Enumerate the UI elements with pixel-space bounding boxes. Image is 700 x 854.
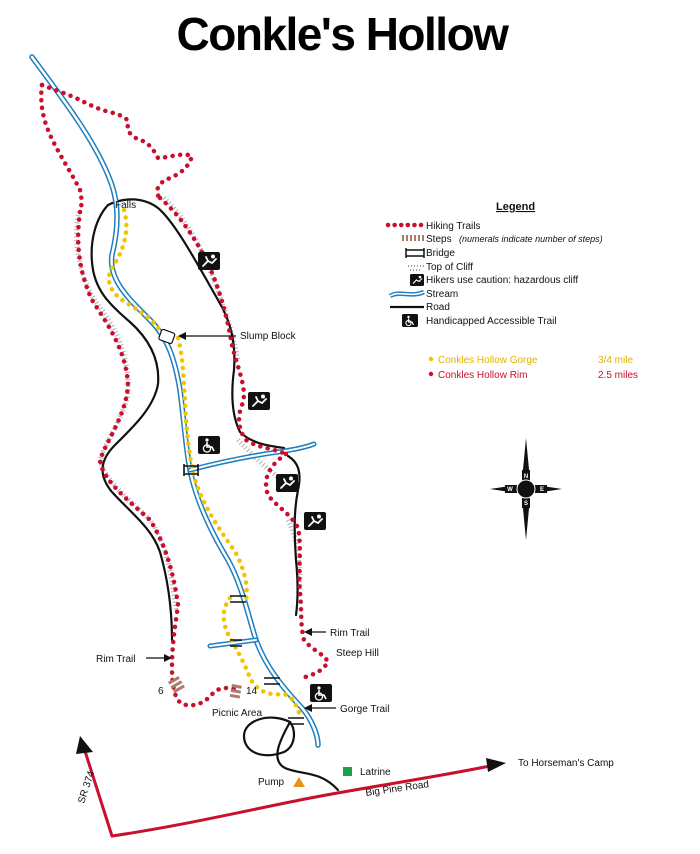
hazard-cliff-icon [276, 474, 298, 492]
rim-trail-name: Conkles Hollow Rim [438, 370, 527, 381]
cliff-top-stipple [74, 196, 303, 611]
hazard-icons [198, 252, 326, 530]
parking-loop [242, 716, 296, 757]
legend: Legend Hiking Trails Steps (numerals ind… [385, 201, 638, 381]
steps-right-icon [229, 684, 242, 699]
rim-trail-north-loop [39, 82, 195, 201]
bridge-icon [230, 639, 242, 647]
bridge-icon [230, 595, 246, 603]
bridge-symbol [405, 248, 425, 258]
rim-trail-west-top [39, 82, 84, 215]
stream [29, 54, 321, 748]
rim-trail-length: 2.5 miles [598, 370, 638, 381]
pump-label: Pump [258, 777, 285, 788]
legend-item-hazard: Hikers use caution: hazardous cliff [410, 274, 578, 286]
state-roads [82, 746, 492, 838]
hazard-symbol [410, 274, 424, 286]
compass-n: N [524, 474, 528, 480]
bridge-icon [288, 717, 304, 725]
legend-label: Top of Cliff [426, 262, 473, 273]
rim-trail-label-right: Rim Trail [330, 628, 369, 639]
accessible-icons [198, 436, 332, 702]
bridge-icon [264, 677, 280, 685]
hazard-cliff-icon [304, 512, 326, 530]
legend-item-steps: Steps (numerals indicate number of steps… [402, 229, 603, 246]
legend-label: Stream [426, 289, 458, 300]
rim-road-east [286, 454, 301, 617]
compass-s: S [524, 501, 528, 507]
rim-trail-label-left: Rim Trail [96, 654, 135, 665]
picnic-area-label: Picnic Area [212, 708, 262, 719]
east-arrowhead [486, 758, 506, 772]
legend-label: Handicapped Accessible Trail [426, 316, 557, 327]
cliff-top-symbol [408, 265, 424, 271]
steps-symbol [402, 235, 424, 241]
latrine-icon [343, 767, 352, 776]
steps-count-right: 14 [246, 686, 258, 697]
legend-item-bridge: Bridge [405, 248, 455, 259]
steep-hill-label: Steep Hill [336, 648, 379, 659]
legend-item-cliff-top: Top of Cliff [408, 262, 473, 273]
legend-label: Bridge [426, 248, 455, 259]
roads [90, 198, 340, 792]
slump-block-label: Slump Block [240, 331, 297, 342]
gorge-trail-name: Conkles Hollow Gorge [438, 355, 538, 366]
rim-road-west [90, 203, 174, 642]
gorge-trail-length: 3/4 mile [598, 355, 633, 366]
bridges [183, 464, 304, 725]
pump-icon [293, 777, 305, 787]
wheelchair-icon [310, 684, 332, 702]
horseman-camp-label: To Horseman's Camp [518, 758, 614, 769]
steps [168, 676, 242, 699]
compass-rose: N S W E [490, 438, 562, 540]
legend-heading: Legend [496, 201, 535, 213]
steps-count-left: 6 [158, 686, 164, 697]
legend-label: Road [426, 302, 450, 313]
north-arrowhead [76, 736, 93, 754]
map-title: Conkle's Hollow [177, 8, 510, 60]
gorge-trail [106, 207, 303, 719]
legend-label: Hiking Trails [426, 221, 480, 232]
bridge-icon [183, 464, 199, 476]
accessible-symbol [402, 314, 418, 327]
legend-label: Hikers use caution: hazardous cliff [426, 275, 578, 286]
steps-left-icon [168, 676, 185, 694]
compass-e: E [540, 487, 544, 493]
gorge-trail-label: Gorge Trail [340, 704, 389, 715]
wheelchair-icon [198, 436, 220, 454]
sr374-label: SR 374 [76, 769, 97, 805]
legend-trail-rim: Conkles Hollow Rim 2.5 miles [428, 370, 638, 381]
legend-item-hiking-trails: Hiking Trails [385, 221, 480, 232]
entrance-road [276, 720, 340, 792]
legend-label: Steps (numerals indicate number of steps… [426, 229, 603, 246]
legend-item-accessible: Handicapped Accessible Trail [402, 314, 557, 327]
rim-trail-east-upper [157, 195, 289, 457]
legend-item-stream: Stream [388, 289, 458, 300]
falls-label: Falls [115, 200, 136, 211]
callout-arrowheads [164, 332, 312, 712]
rim-trail [39, 82, 331, 708]
legend-item-road: Road [390, 302, 450, 313]
rim-trail-east-lower [263, 451, 331, 681]
hazard-cliff-icon [198, 252, 220, 270]
latrine-label: Latrine [360, 767, 391, 778]
slump-block [158, 328, 176, 345]
stream-symbol [388, 289, 425, 299]
rim-road-north [106, 198, 286, 450]
hazard-cliff-icon [248, 392, 270, 410]
rim-trail-west [75, 209, 241, 708]
compass-w: W [507, 487, 513, 493]
legend-trail-gorge: Conkles Hollow Gorge 3/4 mile [428, 355, 633, 366]
